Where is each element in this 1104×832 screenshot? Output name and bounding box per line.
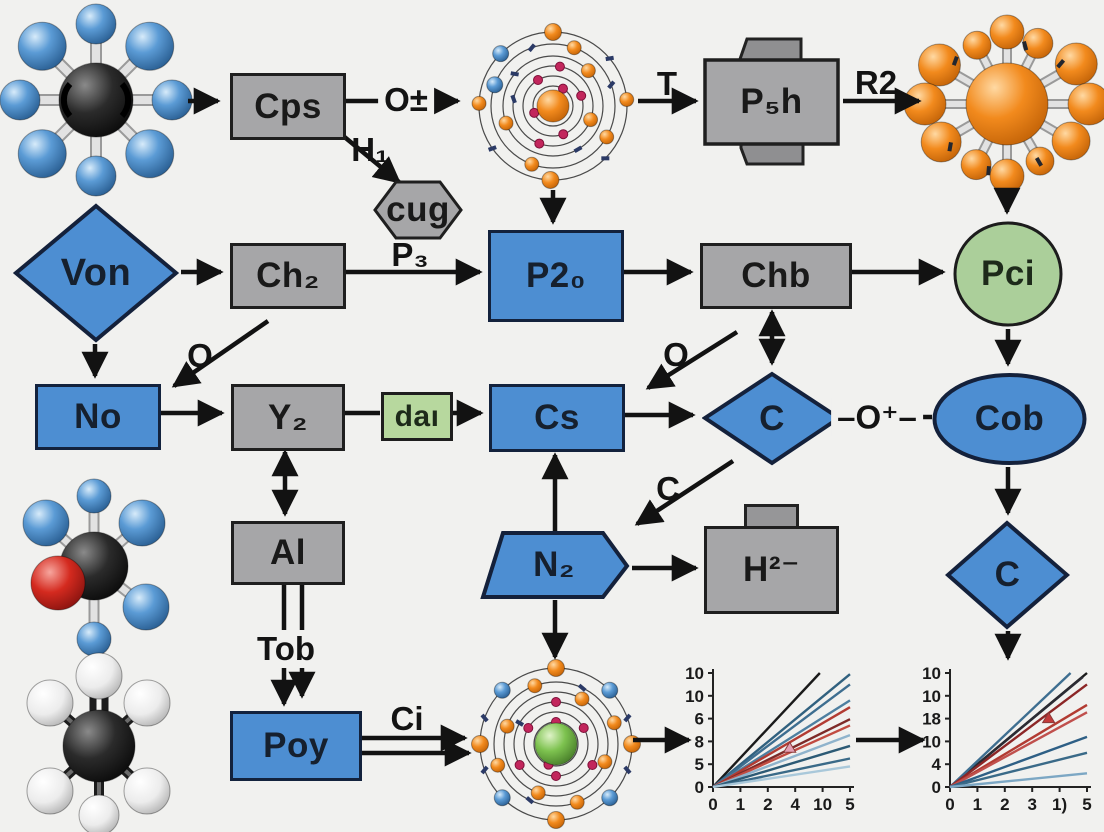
svg-text:10: 10: [685, 687, 704, 706]
node-n2-label: N₂: [533, 545, 575, 584]
svg-text:3: 3: [1027, 795, 1036, 814]
node-von-label: Von: [60, 251, 132, 294]
node-cps: Cps: [230, 73, 346, 140]
node-c-right-label: C: [994, 555, 1021, 594]
node-ch2: Ch₂: [230, 243, 346, 309]
node-no-label: No: [74, 397, 122, 436]
node-no: No: [35, 384, 161, 450]
svg-text:0: 0: [695, 778, 704, 797]
molecule-octahedral-blue: [0, 3, 193, 197]
node-dai: daı: [381, 392, 453, 441]
node-n2: N₂: [478, 530, 630, 600]
svg-text:10: 10: [685, 664, 704, 683]
edge-label-o-plus: O±: [378, 81, 434, 119]
svg-text:0: 0: [932, 778, 941, 797]
svg-text:1: 1: [973, 795, 982, 814]
node-pci-label: Pci: [980, 254, 1036, 293]
edge-label-p3: P₃: [391, 236, 429, 273]
node-y2-label: Y₂: [268, 397, 308, 437]
node-y2: Y₂: [231, 384, 345, 451]
atom-diagram-green-nucleus: [471, 659, 641, 829]
node-p20-label: P2₀: [525, 256, 587, 295]
node-h2m: H²⁻: [704, 504, 839, 614]
node-p5h-label: P₅h: [740, 82, 803, 121]
node-cug-label: cug: [386, 190, 450, 229]
svg-text:0: 0: [945, 795, 954, 814]
node-c-mid-label: C: [759, 398, 785, 438]
edge-label-o-mid: O: [663, 336, 689, 373]
node-cug: cug: [372, 179, 464, 241]
node-chb: Chb: [700, 243, 852, 309]
svg-text:8: 8: [695, 732, 704, 751]
svg-text:6: 6: [695, 710, 704, 729]
svg-text:5: 5: [1082, 795, 1091, 814]
node-poy-label: Poy: [263, 726, 329, 765]
molecule-white-hydrogens: [26, 652, 171, 832]
svg-text:1: 1: [736, 795, 745, 814]
edge-label-o-plus-dash: –O⁺–: [831, 397, 923, 437]
svg-text:10: 10: [922, 664, 941, 683]
node-c-right: C: [945, 520, 1070, 630]
edge-label-t: T: [656, 65, 678, 102]
svg-text:5: 5: [695, 755, 704, 774]
node-dai-label: daı: [394, 399, 440, 433]
edge-label-ci: Ci: [390, 700, 424, 737]
svg-text:2: 2: [1000, 795, 1009, 814]
svg-text:10: 10: [922, 732, 941, 751]
edge-label-c-diag: C: [656, 470, 680, 507]
svg-text:5: 5: [845, 795, 854, 814]
svg-text:1): 1): [1052, 795, 1067, 814]
molecule-orange-starburst: [903, 14, 1104, 194]
node-cs: Cs: [489, 384, 625, 452]
edge-label-o-left: O: [187, 337, 213, 374]
node-chb-label: Chb: [741, 256, 811, 295]
node-p20: P2₀: [488, 230, 624, 322]
node-ch2-label: Ch₂: [256, 256, 320, 295]
svg-text:4: 4: [790, 795, 800, 814]
edge-label-r2: R2: [854, 64, 898, 101]
edge-label-h1: H₁: [351, 131, 389, 168]
atom-diagram-orange-nucleus: [471, 23, 635, 189]
svg-text:10: 10: [813, 795, 832, 814]
node-cs-label: Cs: [534, 398, 580, 437]
node-al: Al: [231, 521, 345, 585]
svg-text:10: 10: [922, 687, 941, 706]
arrow-c-to-n2: [634, 459, 735, 526]
svg-text:2: 2: [763, 795, 772, 814]
node-cps-label: Cps: [254, 86, 322, 126]
node-cob-label: Cob: [974, 399, 1045, 438]
node-h2m-body: H²⁻: [704, 526, 839, 614]
node-h2m-label: H²⁻: [743, 550, 800, 589]
molecule-with-red-atom: [22, 478, 170, 657]
edge-label-tob: Tob: [250, 630, 322, 668]
node-pci: Pci: [952, 220, 1064, 328]
svg-text:0: 0: [708, 795, 717, 814]
node-von: Von: [13, 203, 179, 343]
node-p5h: P₅h: [703, 36, 840, 168]
node-cob: Cob: [931, 372, 1088, 466]
arrow-o-to-no: [171, 319, 270, 388]
arrow-cps-to-cug: [334, 128, 402, 184]
node-c-mid: C: [702, 371, 842, 466]
node-al-label: Al: [270, 533, 306, 572]
svg-text:4: 4: [932, 755, 942, 774]
node-poy: Poy: [230, 711, 362, 781]
svg-text:18: 18: [922, 710, 941, 729]
arrow-o-to-cs: [645, 330, 739, 390]
